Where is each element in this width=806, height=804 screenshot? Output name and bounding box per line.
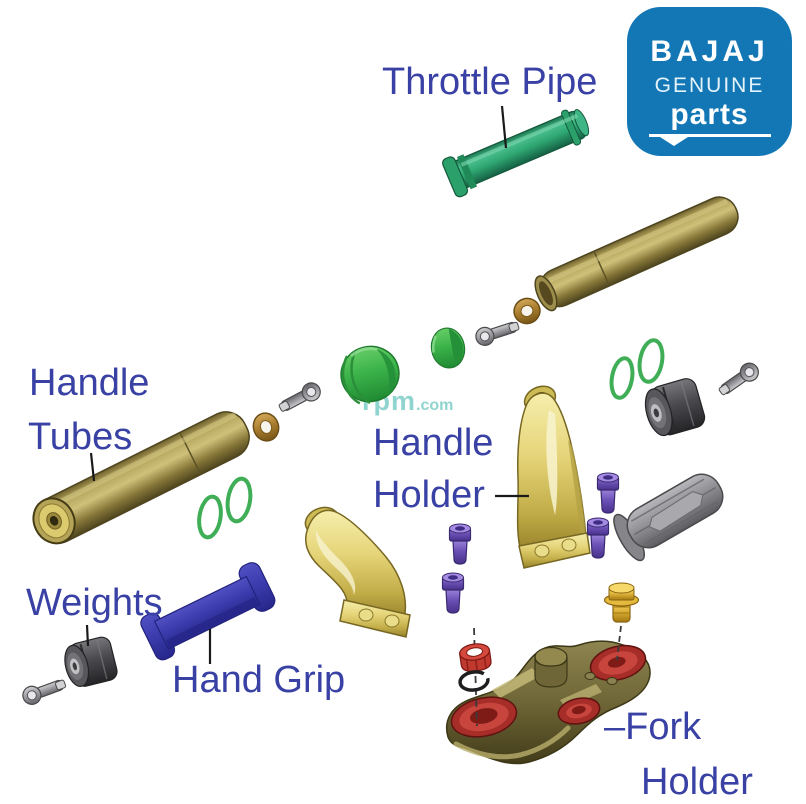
purple-bolt-4 <box>441 572 465 614</box>
label-handle-tubes-line2: Tubes <box>28 416 133 458</box>
washer-brass-right <box>513 297 541 325</box>
grip-cap-green-small <box>430 327 466 369</box>
watermark-suffix: .com <box>416 397 454 414</box>
bajaj-genuine-parts-logo: BAJAJ GENUINE parts <box>627 7 792 156</box>
label-weights: Weights <box>26 582 163 624</box>
purple-bolt-1 <box>596 472 620 514</box>
gray-bolt-bottom-left <box>19 674 69 708</box>
o-ring-4 <box>637 338 665 384</box>
grip-cap-green-large <box>340 345 400 405</box>
o-ring-2 <box>225 476 253 524</box>
gray-bolt-right <box>714 359 763 401</box>
leader-line-handle-tubes <box>89 452 96 482</box>
leader-line-throttle-pipe <box>500 105 508 149</box>
handle-tube-left-part <box>32 411 250 545</box>
gray-bolt-mid-left <box>275 379 325 417</box>
label-handle-holder-line2: Holder <box>373 474 485 516</box>
leader-line-weights <box>85 624 90 647</box>
washer-brass-left <box>252 412 280 442</box>
logo-genuine-text: GENUINE <box>654 74 765 97</box>
label-fork-holder-line1: –Fork <box>604 706 702 748</box>
label-throttle-pipe: Throttle Pipe <box>382 61 598 103</box>
handle-holder-left-part <box>304 506 411 638</box>
fork-holder-part <box>446 640 651 765</box>
label-handle-tubes-line1: Handle <box>29 362 150 404</box>
label-hand-grip: Hand Grip <box>172 659 346 701</box>
logo-underline-arrow-icon <box>648 134 771 146</box>
purple-bolt-2 <box>586 517 610 559</box>
hand-grip-gray-part <box>613 473 724 562</box>
logo-brand-text: BAJAJ <box>650 35 769 68</box>
logo-parts-text: parts <box>670 98 749 131</box>
label-fork-holder-line2: Holder <box>641 761 753 803</box>
hand-grip-purple-part <box>140 562 276 661</box>
dashed-axis-gold-bolt <box>616 625 622 661</box>
red-nut-part <box>459 643 492 672</box>
o-ring-3 <box>609 356 635 400</box>
handle-holder-right-part <box>516 385 591 569</box>
handle-tube-right-part <box>534 196 739 312</box>
throttle-pipe-part <box>442 109 590 198</box>
circlip-part <box>458 670 490 692</box>
purple-bolt-3 <box>448 523 472 565</box>
o-ring-1 <box>197 494 223 540</box>
gold-bolt-part <box>603 582 640 623</box>
bar-end-weight-right <box>644 378 706 437</box>
gray-bolt-mid-right <box>472 316 522 349</box>
label-handle-holder-line1: Handle <box>373 422 494 464</box>
bar-end-weight-left <box>64 636 118 687</box>
